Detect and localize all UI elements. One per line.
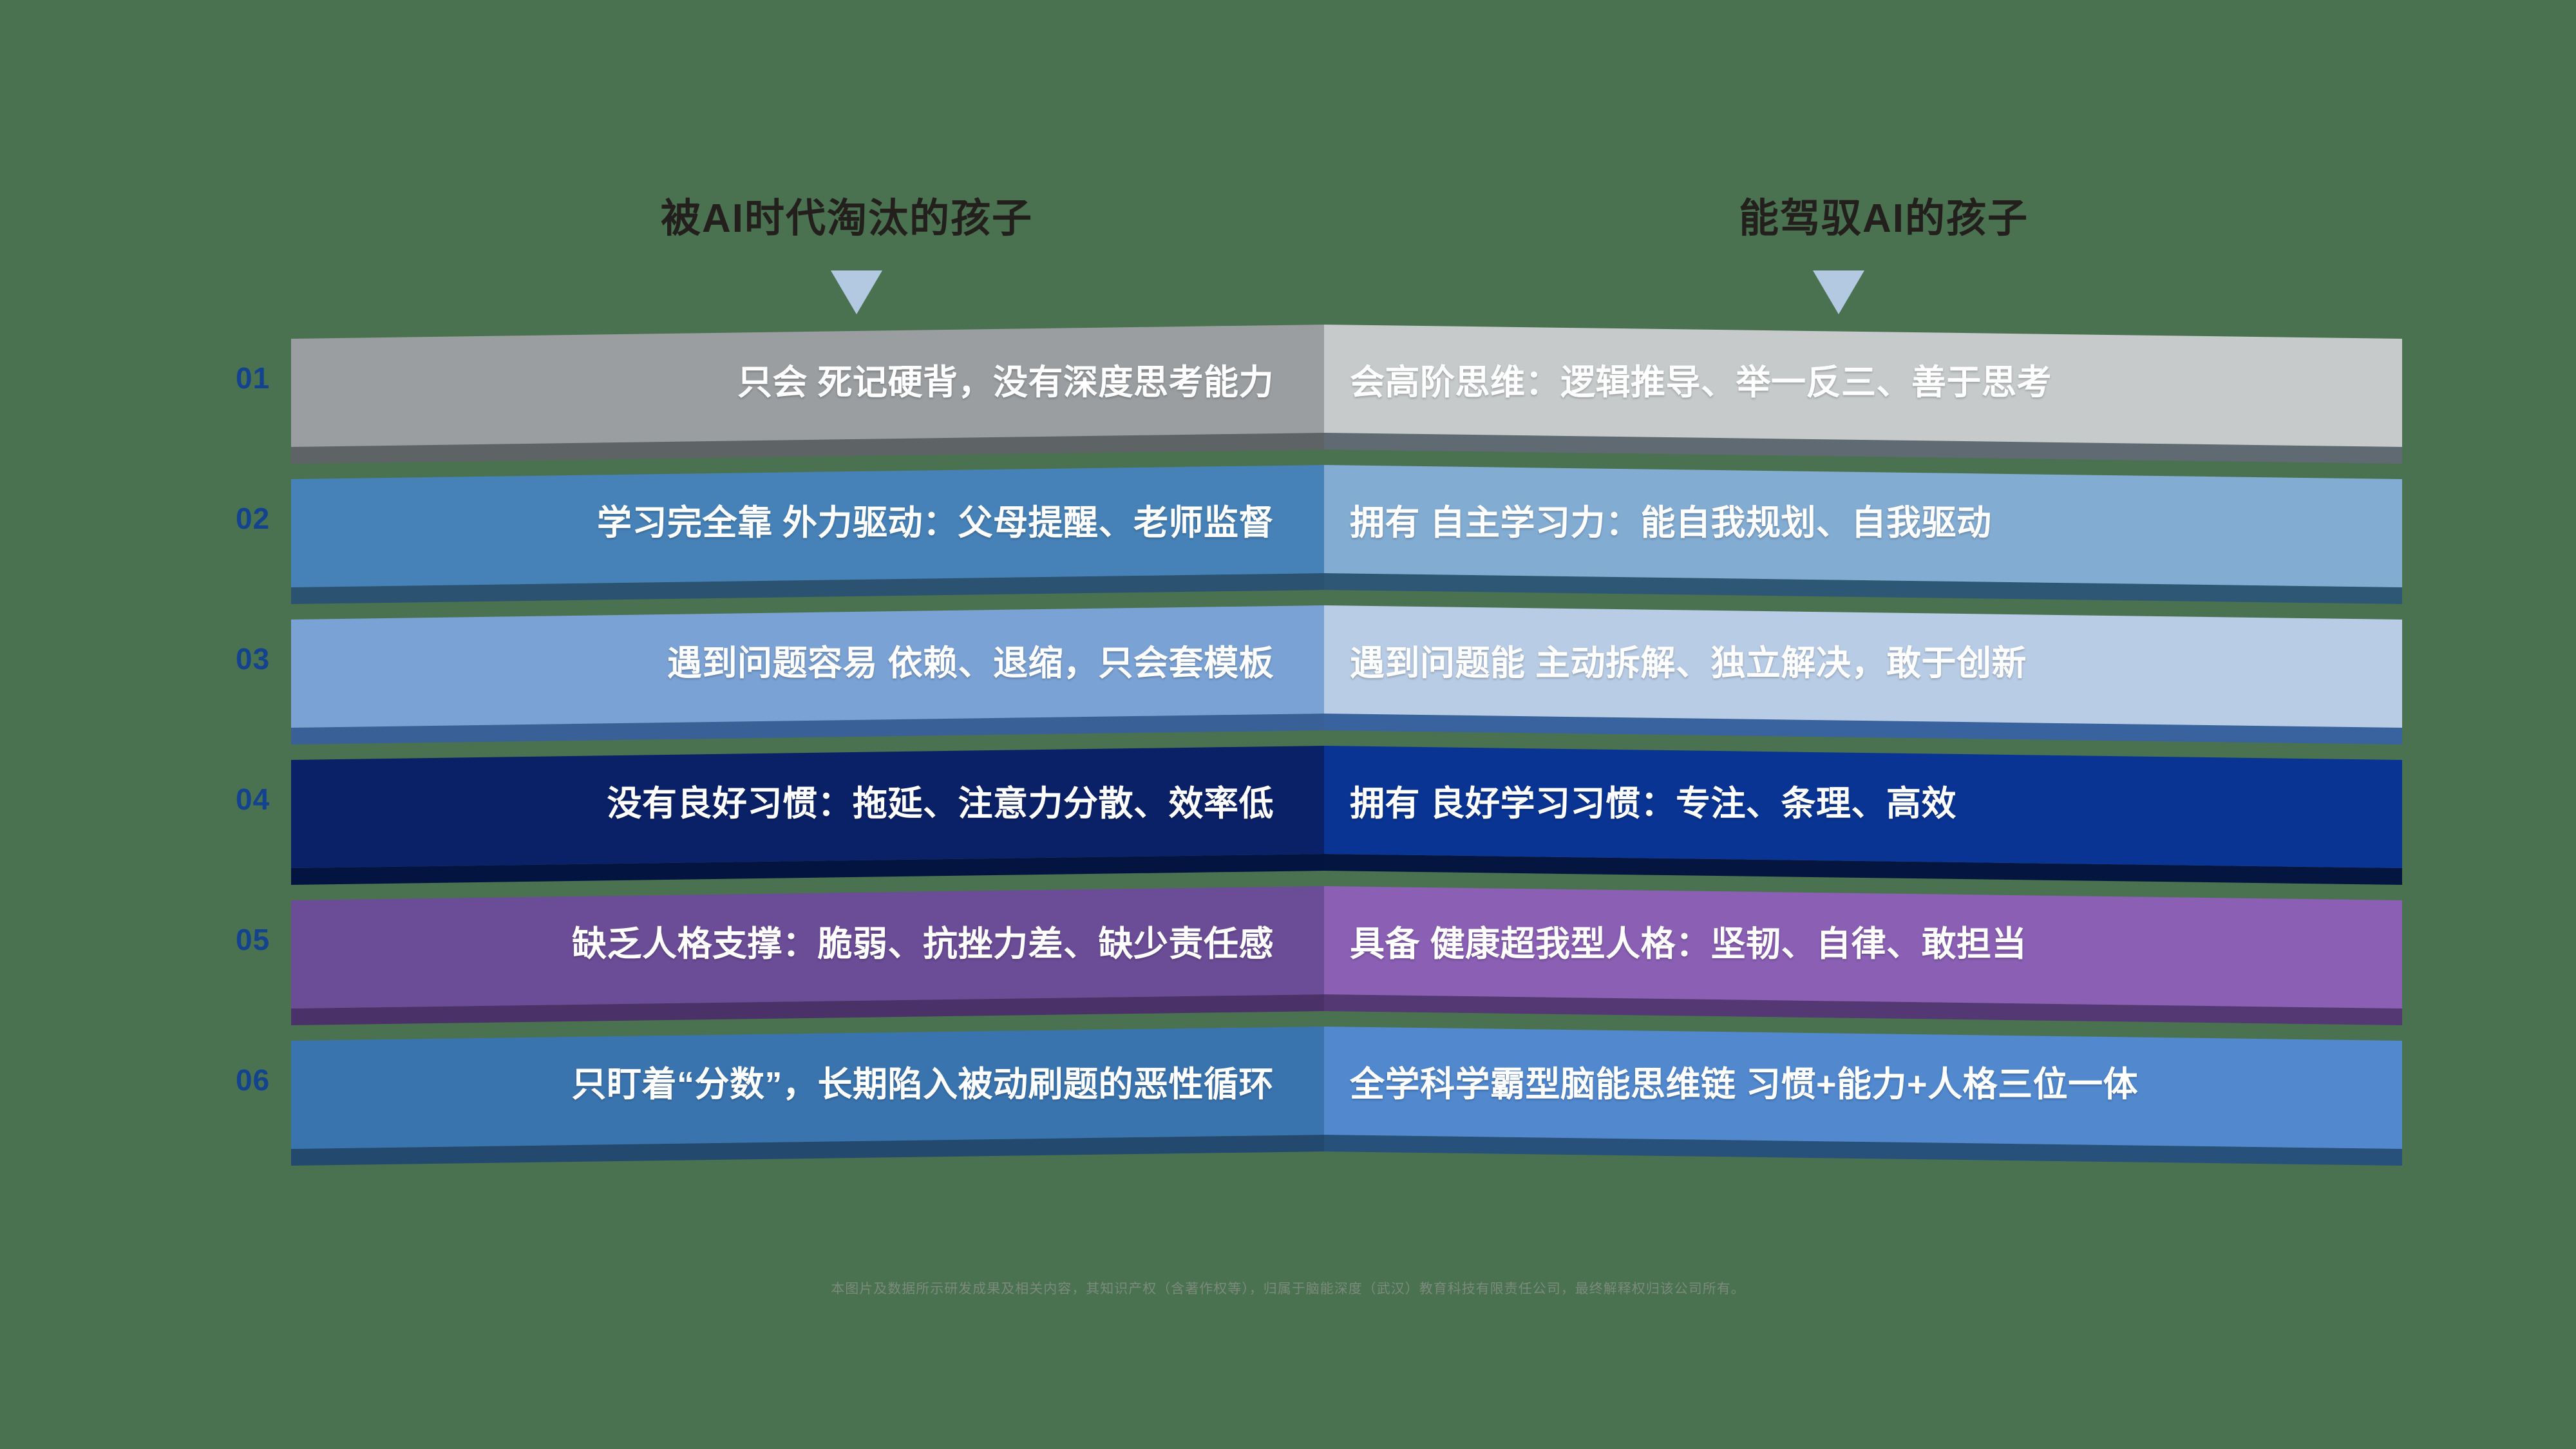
band-shape (291, 886, 2402, 1025)
band-shelf-right (1324, 714, 2402, 744)
band-shape (291, 465, 2402, 604)
band-left: 缺乏人格支撑：脆弱、抗挫力差、缺少责任感 (291, 882, 1324, 998)
band-right: 具备 健康超我型人格：坚韧、自律、敢担当 (1324, 882, 2402, 998)
header-left-label: 被AI时代淘汰的孩子 (660, 196, 1034, 241)
band-face-left (291, 465, 1324, 587)
comparison-row: 06 只盯着“分数”，长期陷入被动刷题的恶性循环 全学科学霸型脑能思维链 习惯+能力… (0, 1023, 2576, 1168)
down-arrow-right-icon (1813, 270, 1864, 314)
band-shelf-right (1324, 433, 2402, 464)
band-right-text: 会高阶思维：逻辑推导、举一反三、善于思考 (1350, 363, 2052, 402)
comparison-row: 05 缺乏人格支撑：脆弱、抗挫力差、缺少责任感 具备 健康超我型人格：坚韧、自律、敢… (0, 882, 2576, 1027)
band-left-text: 学习完全靠 外力驱动：父母提醒、老师监督 (596, 503, 1274, 542)
row-number: 02 (236, 502, 270, 535)
header-right-label: 能驾驭AI的孩子 (1738, 196, 2029, 241)
band-left: 只盯着“分数”，长期陷入被动刷题的恶性循环 (291, 1023, 1324, 1139)
row-number: 06 (236, 1063, 270, 1097)
band-face-right (1324, 605, 2402, 728)
band-shape (291, 1027, 2402, 1166)
band-shelf-right (1324, 994, 2402, 1025)
band-shelf-left (291, 994, 1324, 1025)
comparison-row: 01 只会 死记硬背，没有深度思考能力 会高阶思维：逻辑推导、举一反三、善于思考 (0, 321, 2576, 466)
band-right-text: 遇到问题能 主动拆解、独立解决，敢于创新 (1350, 643, 2027, 683)
band-left: 没有良好习惯：拖延、注意力分散、效率低 (291, 742, 1324, 858)
band-face-left (291, 325, 1324, 447)
band-left-text: 遇到问题容易 依赖、退缩，只会套模板 (667, 643, 1274, 683)
band-left: 学习完全靠 外力驱动：父母提醒、老师监督 (291, 461, 1324, 577)
comparison-row: 02 学习完全靠 外力驱动：父母提醒、老师监督 拥有 自主学习力：能自我规划、自我驱… (0, 461, 2576, 606)
band-left-text: 没有良好习惯：拖延、注意力分散、效率低 (607, 784, 1274, 823)
band-face-right (1324, 465, 2402, 587)
band-shelf-left (291, 854, 1324, 885)
band-face-left (291, 746, 1324, 868)
band-face-left (291, 886, 1324, 1009)
band-shape (291, 746, 2402, 885)
band-face-right (1324, 325, 2402, 447)
band-shelf-left (291, 1135, 1324, 1166)
band-right-text: 具备 健康超我型人格：坚韧、自律、敢担当 (1350, 924, 2027, 963)
row-number: 05 (236, 923, 270, 956)
band-shelf-right (1324, 1135, 2402, 1166)
comparison-row: 03 遇到问题容易 依赖、退缩，只会套模板 遇到问题能 主动拆解、独立解决，敢于创新 (0, 601, 2576, 746)
band-shelf-right (1324, 573, 2402, 604)
down-arrow-left-icon (831, 270, 882, 314)
band-shelf-right (1324, 854, 2402, 885)
band-left-text: 只会 死记硬背，没有深度思考能力 (737, 363, 1274, 402)
copyright-footer: 本图片及数据所示研发成果及相关内容，其知识产权（含著作权等），归属于脑能深度（武… (831, 1282, 1745, 1296)
band-face-right (1324, 1027, 2402, 1149)
band-right-text: 拥有 良好学习习惯：专注、条理、高效 (1350, 784, 1957, 823)
band-shape (291, 605, 2402, 744)
band-face-right (1324, 746, 2402, 868)
band-right-text: 拥有 自主学习力：能自我规划、自我驱动 (1350, 503, 1992, 542)
band-right: 全学科学霸型脑能思维链 习惯+能力+人格三位一体 (1324, 1023, 2402, 1139)
row-number: 01 (236, 361, 270, 395)
comparison-row: 04 没有良好习惯：拖延、注意力分散、效率低 拥有 良好学习习惯：专注、条理、高效 (0, 742, 2576, 887)
band-shelf-left (291, 714, 1324, 744)
band-right: 拥有 良好学习习惯：专注、条理、高效 (1324, 742, 2402, 858)
band-right: 会高阶思维：逻辑推导、举一反三、善于思考 (1324, 321, 2402, 437)
band-left-text: 只盯着“分数”，长期陷入被动刷题的恶性循环 (571, 1065, 1274, 1104)
row-number: 03 (236, 642, 270, 676)
band-face-left (291, 1027, 1324, 1149)
band-left: 遇到问题容易 依赖、退缩，只会套模板 (291, 601, 1324, 717)
band-right: 遇到问题能 主动拆解、独立解决，敢于创新 (1324, 601, 2402, 717)
band-shape (291, 325, 2402, 464)
band-shelf-left (291, 433, 1324, 464)
band-left-text: 缺乏人格支撑：脆弱、抗挫力差、缺少责任感 (572, 924, 1274, 963)
band-right: 拥有 自主学习力：能自我规划、自我驱动 (1324, 461, 2402, 577)
band-face-left (291, 605, 1324, 728)
row-number: 04 (236, 782, 270, 816)
band-right-text: 全学科学霸型脑能思维链 习惯+能力+人格三位一体 (1350, 1065, 2139, 1104)
band-face-right (1324, 886, 2402, 1009)
band-left: 只会 死记硬背，没有深度思考能力 (291, 321, 1324, 437)
band-shelf-left (291, 573, 1324, 604)
